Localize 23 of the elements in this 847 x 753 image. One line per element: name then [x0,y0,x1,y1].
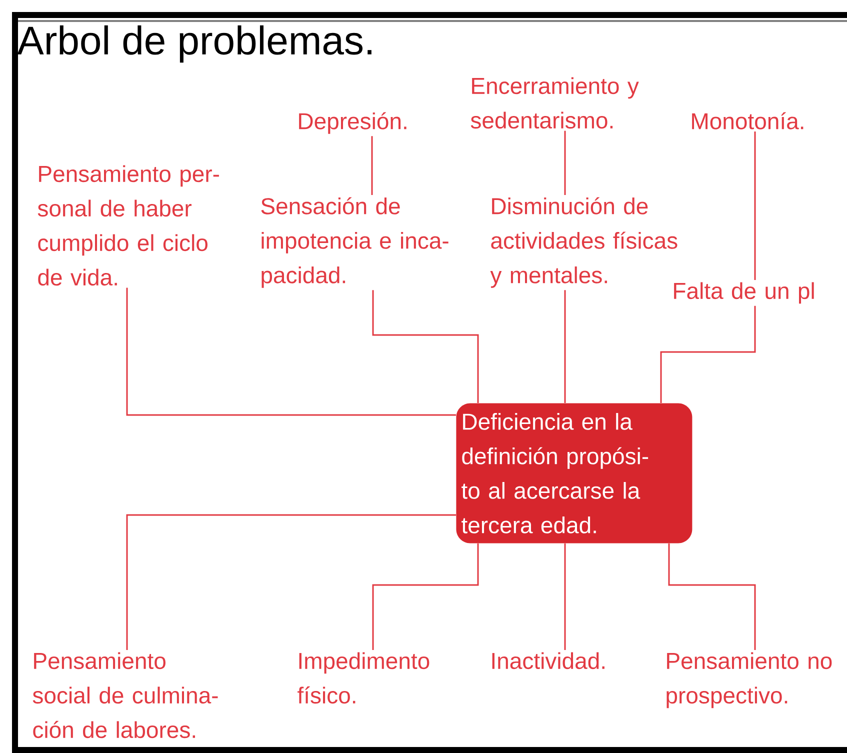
cause-text: Pensamiento per- sonal de haber cumplido el ciclo de vida. [38,165,219,286]
cause-text: Depresión. [299,112,406,134]
title: Arbol de problemas. [17,25,372,63]
connector-line [372,290,479,403]
connector-line [371,136,373,195]
connector-line [372,543,479,650]
effect-text: Pensamiento social de culmina- ción de labores. [32,652,218,738]
cause-text: Monotonía. [692,112,804,130]
problem-box: Deficiencia en la definición propósi- to al acercarse la tercera edad. [456,403,692,544]
connector-line [754,132,756,280]
connector-line [564,290,566,403]
connector-line [668,543,756,650]
cause-text: Encerramiento y sedentarismo. [470,77,639,129]
connector-line [660,306,756,403]
cause-text: Sensación de impotencia e inca- pacidad. [261,197,448,288]
effect-text: Impedimento físico. [298,652,430,704]
connector-line [126,288,456,416]
effect-text: Inactividad. [492,652,604,670]
connector-line [564,543,566,650]
effect-text: Pensamiento no prospectivo. [666,652,832,708]
cause-text: Falta de un pl [674,282,814,304]
connector-line [564,130,566,195]
connector-line [126,514,456,650]
